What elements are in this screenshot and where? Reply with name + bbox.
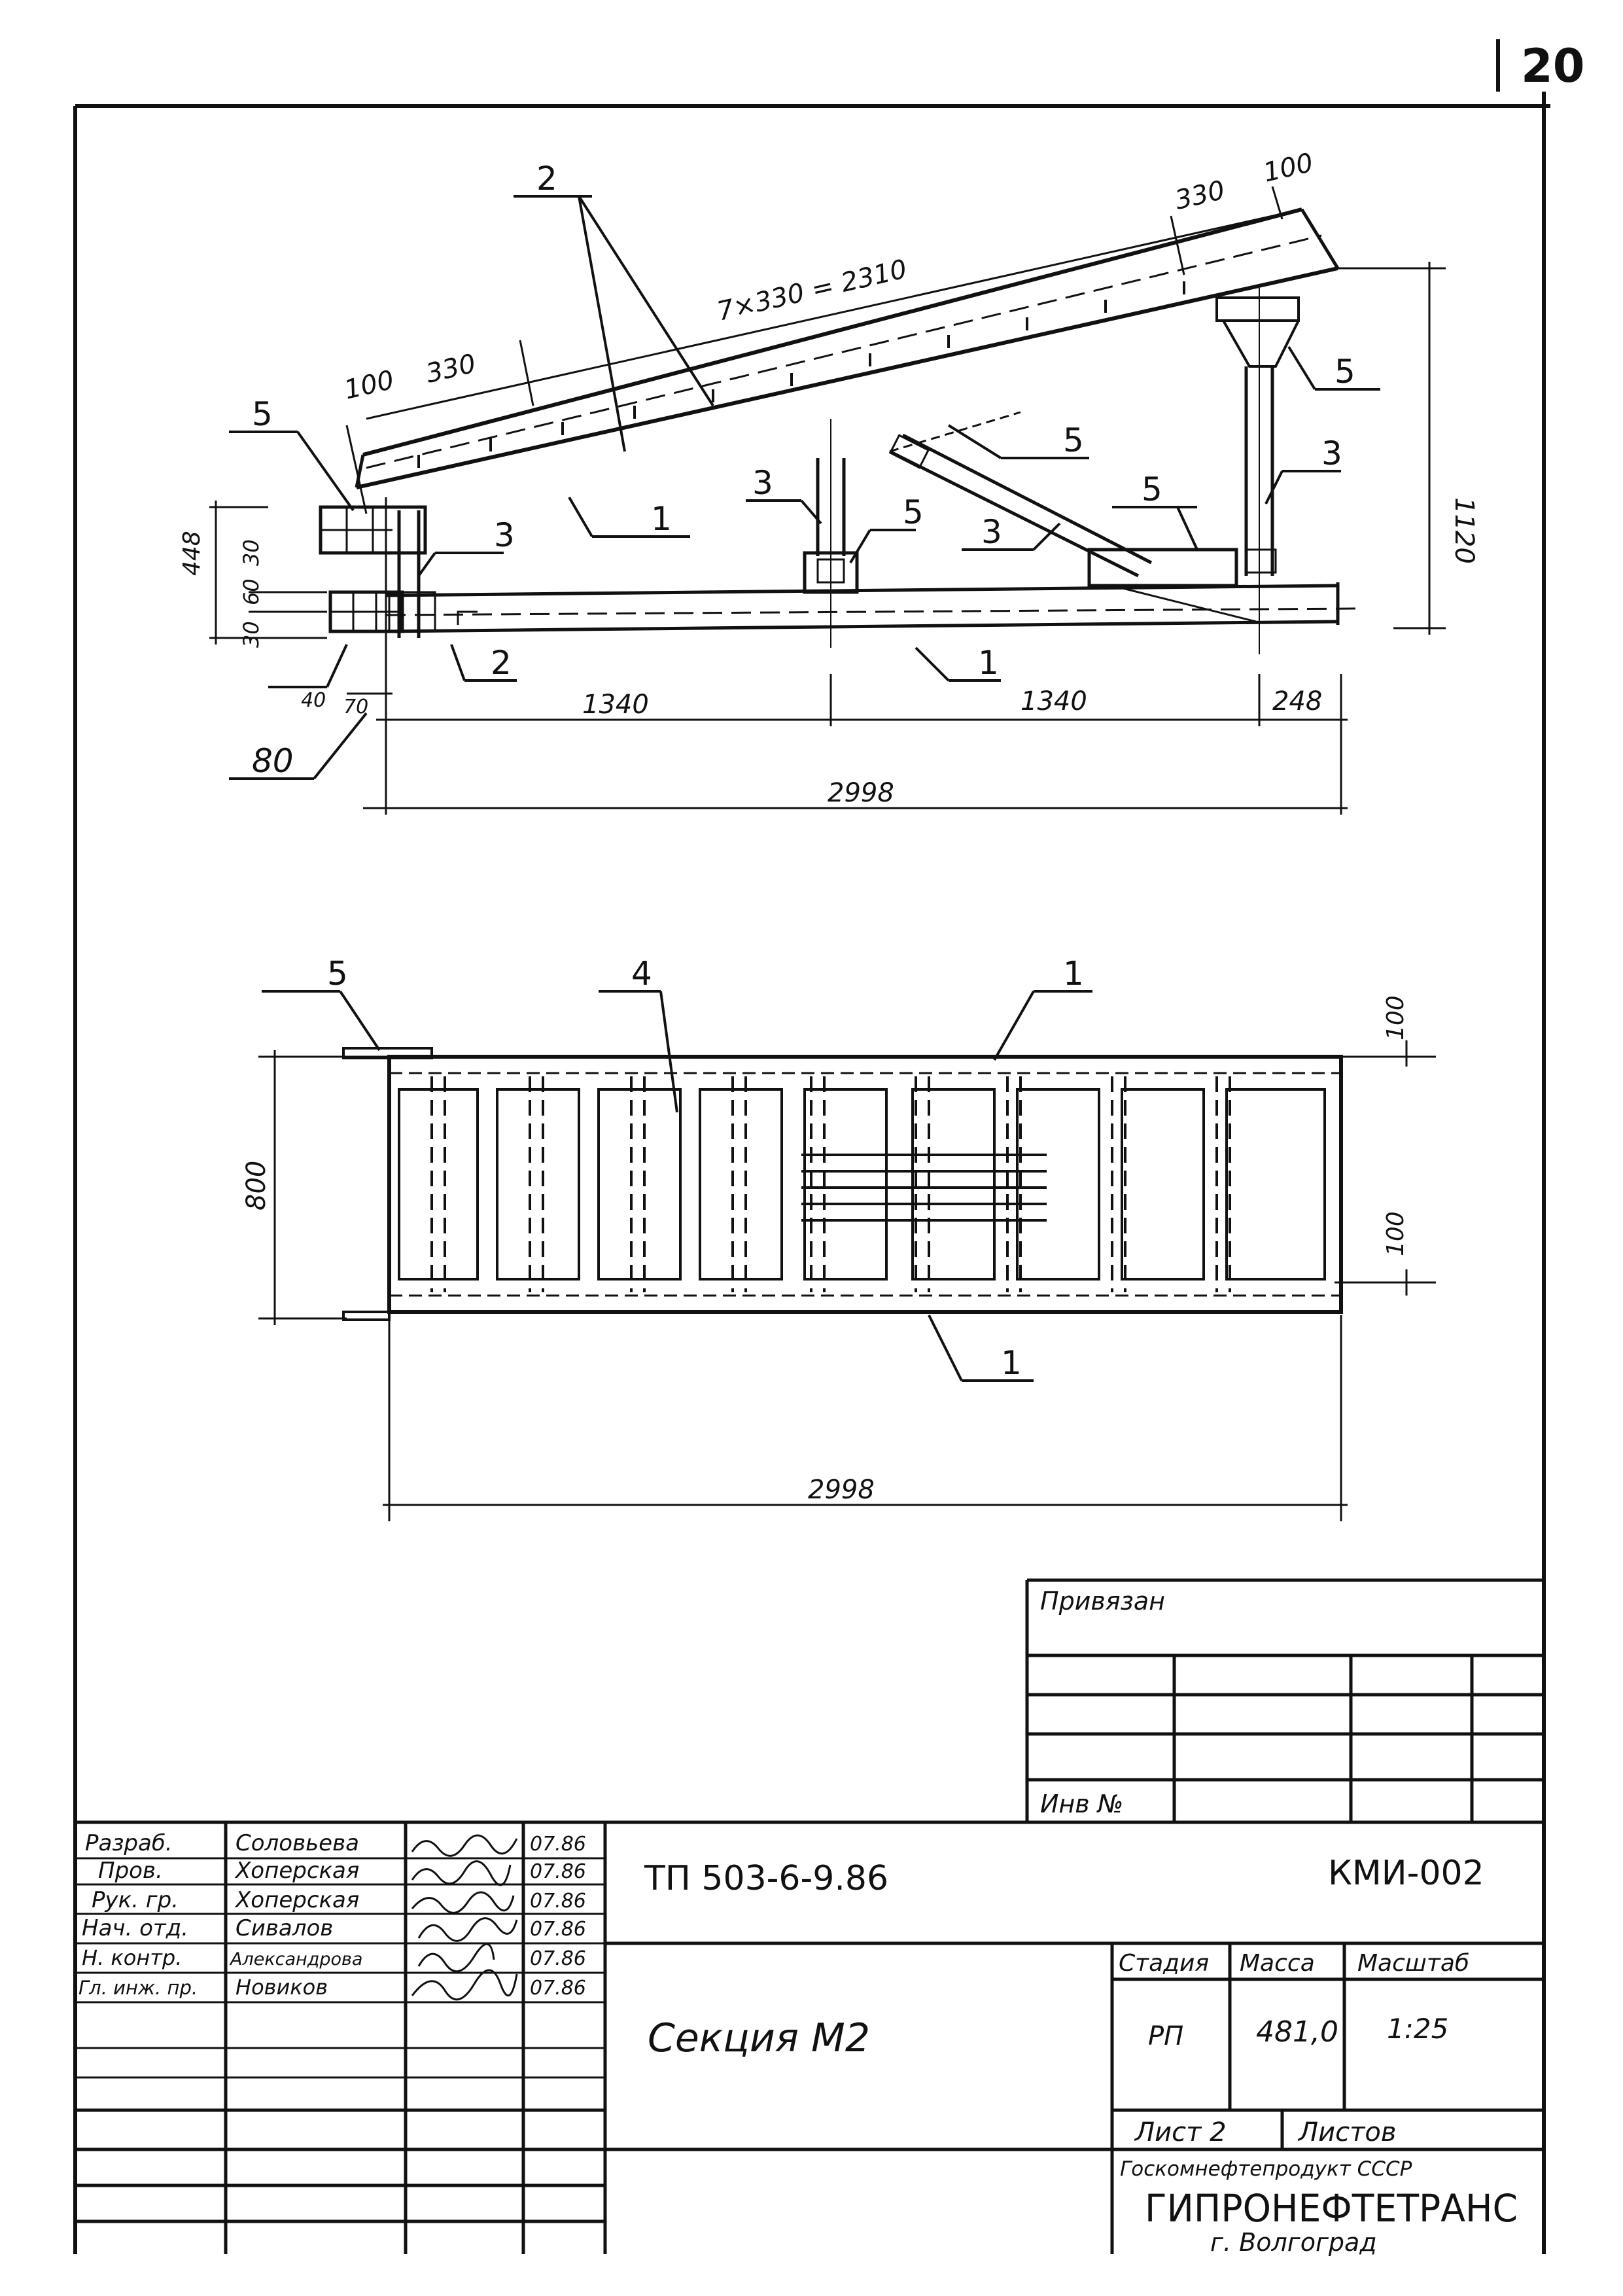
mass-header: Масса xyxy=(1240,1950,1315,1977)
signatures xyxy=(411,1834,518,2001)
plan-dim-100-top: 100 xyxy=(1382,995,1409,1040)
plan-callout-4: 4 xyxy=(631,955,652,993)
callout-5-right: 5 xyxy=(1335,353,1355,391)
staff-name: Хоперская xyxy=(234,1858,359,1884)
dim-1340-a: 1340 xyxy=(582,690,649,720)
drawing-code: КМИ-002 xyxy=(1328,1854,1484,1893)
staff-name: Новиков xyxy=(236,1975,328,2000)
staff-role: Гл. инж. пр. xyxy=(79,1977,198,1999)
staff-role: Н. контр. xyxy=(82,1945,182,1970)
staff-date: 07.86 xyxy=(530,1918,586,1941)
dim-70: 70 xyxy=(343,696,368,718)
staff-name: Александрова xyxy=(229,1949,362,1969)
callout-3-right: 3 xyxy=(1321,434,1342,472)
plan-dim-2998: 2998 xyxy=(808,1475,875,1505)
staff-role: Нач. отд. xyxy=(82,1915,188,1941)
callout-5-brace: 5 xyxy=(1063,421,1084,459)
plan-callout-1-top: 1 xyxy=(1063,955,1084,993)
org-name: ГИПРОНЕФТЕТРАНС xyxy=(1145,2186,1518,2231)
staff-date: 07.86 xyxy=(530,1860,586,1883)
plan-callout-5: 5 xyxy=(327,955,348,993)
staff-date: 07.86 xyxy=(530,1890,586,1913)
staff-name: Соловьева xyxy=(236,1830,359,1856)
mass-value: 481,0 xyxy=(1256,2015,1338,2049)
plan-callout-1-bottom: 1 xyxy=(1001,1344,1022,1382)
dim-100-right: 100 xyxy=(1261,148,1316,188)
dim-330-left: 330 xyxy=(423,349,479,389)
staff-role: Разраб. xyxy=(85,1830,173,1856)
drawing-title: Секция М2 xyxy=(648,2015,870,2061)
callout-1-bottom: 1 xyxy=(978,644,999,682)
dim-80: 80 xyxy=(252,742,294,780)
dim-248: 248 xyxy=(1272,686,1322,716)
callout-2-top: 2 xyxy=(536,160,557,198)
sheet-frame xyxy=(73,92,1550,2254)
dim-100-left: 100 xyxy=(341,365,397,406)
bound-label: Привязан xyxy=(1040,1587,1165,1616)
plan-view: 5 4 1 1 800 100 100 2998 xyxy=(241,955,1436,1521)
inv-label: Инв № xyxy=(1040,1790,1123,1818)
dim-30-bottom: 30 xyxy=(239,621,264,648)
scale-header: Масштаб xyxy=(1357,1950,1469,1977)
doc-code: ТП 503-6-9.86 xyxy=(644,1859,888,1898)
staff-date: 07.86 xyxy=(530,1833,586,1856)
sheets-label: Листов xyxy=(1297,2117,1396,2147)
stage-value: РП xyxy=(1148,2021,1183,2051)
staff-name: Сивалов xyxy=(236,1915,333,1941)
dim-60: 60 xyxy=(239,578,264,605)
dim-1340-b: 1340 xyxy=(1021,686,1087,716)
org-city: г. Волгоград xyxy=(1210,2228,1377,2257)
staff-name: Хоперская xyxy=(234,1887,359,1913)
dim-330-right: 330 xyxy=(1172,175,1228,216)
staff-date: 07.86 xyxy=(530,1947,586,1970)
org-parent: Госкомнефтепродукт СССР xyxy=(1120,2157,1412,2181)
plan-dim-800: 800 xyxy=(241,1161,271,1210)
callout-5-left-top: 5 xyxy=(252,395,273,433)
staff-role: Пров. xyxy=(98,1858,163,1884)
staff-role: Рук. гр. xyxy=(92,1887,179,1913)
sheet-number: 20 xyxy=(1521,39,1584,93)
callout-5-base: 5 xyxy=(1142,470,1162,508)
callout-3-middle: 3 xyxy=(752,464,773,502)
staff-date: 07.86 xyxy=(530,1977,586,2000)
callout-2-bottom: 2 xyxy=(491,644,512,682)
dim-pitch: 7×330 = 2310 xyxy=(714,254,910,327)
dim-2998-side: 2998 xyxy=(828,778,894,808)
dim-448: 448 xyxy=(179,531,205,576)
callout-3-diagonal: 3 xyxy=(981,513,1002,551)
dim-1120: 1120 xyxy=(1449,497,1479,564)
title-block: Привязан Инв № xyxy=(75,1578,1544,2257)
dim-40: 40 xyxy=(301,689,326,712)
callout-5-middle: 5 xyxy=(903,493,924,531)
callout-1-top: 1 xyxy=(651,500,672,538)
sheet-label: Лист 2 xyxy=(1134,2117,1227,2147)
callout-3-left: 3 xyxy=(494,516,515,554)
scale-value: 1:25 xyxy=(1387,2013,1448,2045)
stage-header: Стадия xyxy=(1119,1950,1209,1977)
side-view: 2 5 1 3 3 5 3 5 5 5 3 2 1 7×330 = 2310 1… xyxy=(179,148,1479,815)
dim-30-top: 30 xyxy=(239,539,264,566)
staff-table: Разраб. Соловьева 07.86 Пров. Хоперская … xyxy=(79,1830,586,2000)
plan-dim-100-lower: 100 xyxy=(1382,1211,1409,1256)
